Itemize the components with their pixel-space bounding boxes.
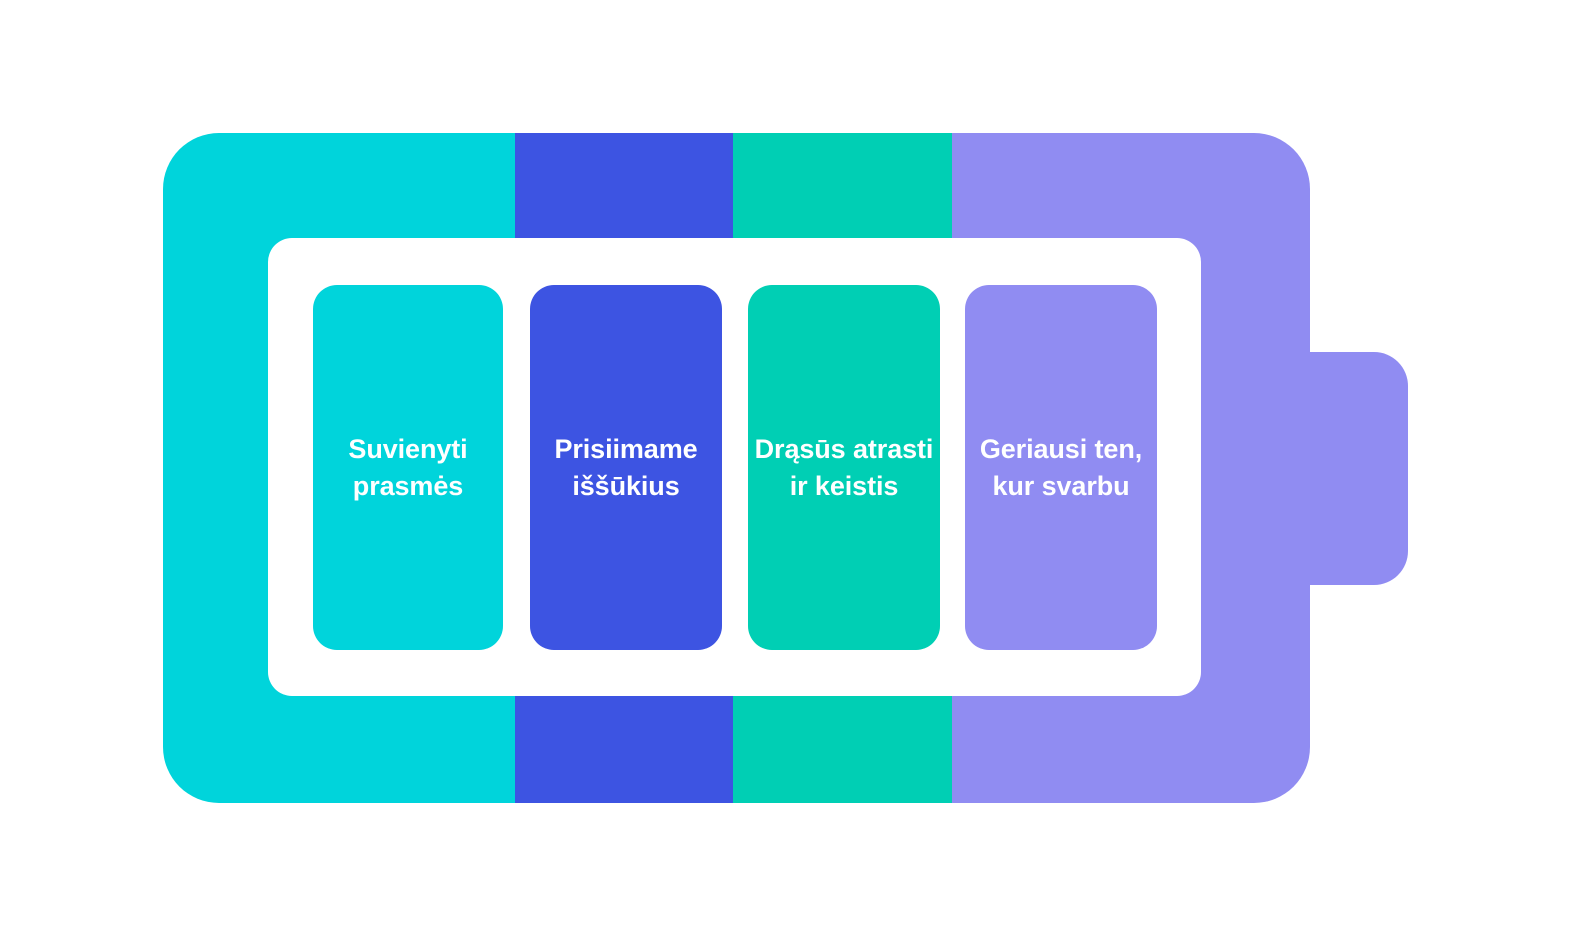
value-cell-1[interactable]: Suvienyti prasmės: [313, 285, 503, 650]
value-cell-1-label: Suvienyti prasmės: [348, 433, 468, 501]
value-cell-3-label: Drąsūs atrasti ir keistis: [754, 433, 934, 501]
value-cell-4-label: Geriausi ten, kur svarbu: [979, 433, 1143, 501]
value-cell-2[interactable]: Prisiimame iššūkius: [530, 285, 722, 650]
value-cell-3[interactable]: Drąsūs atrasti ir keistis: [748, 285, 940, 650]
value-cell-4[interactable]: Geriausi ten, kur svarbu: [965, 285, 1157, 650]
value-cell-2-label: Prisiimame iššūkius: [554, 433, 698, 501]
